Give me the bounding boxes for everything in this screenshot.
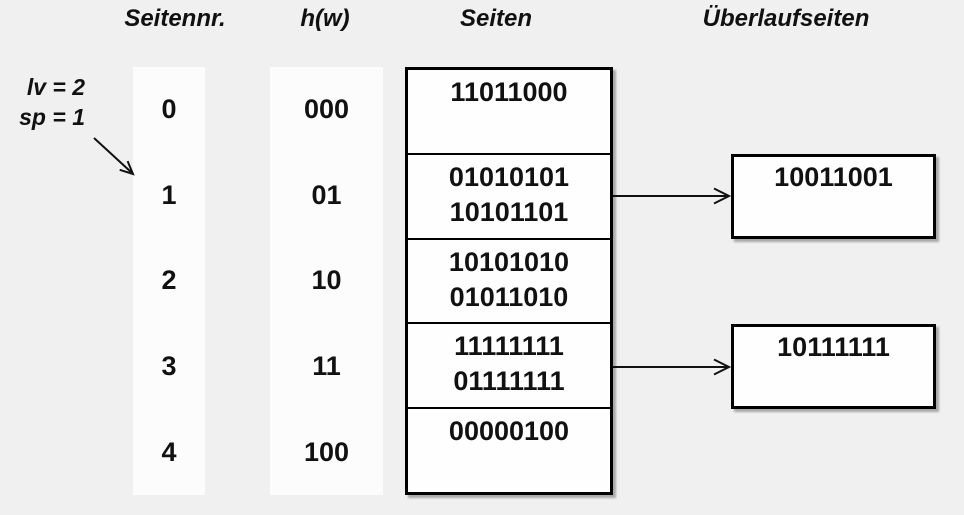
hash-value: 000 [303, 94, 350, 125]
split-pointer-value: sp = 1 [19, 104, 85, 130]
overflow-page-box: 10011001 [731, 154, 936, 239]
split-pointer-arrow [93, 137, 135, 176]
hash-value: 100 [303, 436, 350, 467]
page-number-column: 0 1 2 3 4 [133, 67, 205, 495]
page-cell: 00000100 [408, 407, 610, 492]
overflow-pages-column-header: Überlaufseiten [702, 5, 870, 32]
page-cell: 11111111 01111111 [408, 322, 610, 407]
page-entry: 01111111 [453, 366, 565, 397]
hash-value: 01 [311, 179, 342, 210]
state-annotation: lv = 2 sp = 1 [0, 72, 85, 132]
hash-value: 10 [311, 265, 342, 296]
page-number: 4 [161, 436, 177, 467]
overflow-arrow-page3 [613, 358, 732, 376]
page-cell: 10101010 01011010 [408, 237, 610, 323]
overflow-arrow-page1 [613, 187, 732, 205]
page-number: 3 [161, 351, 177, 382]
hash-function-column-header: h(w) [300, 5, 350, 32]
page-cell: 11011000 [408, 70, 610, 153]
page-entry: 10101101 [449, 196, 569, 227]
page-entry: 00000100 [448, 416, 570, 447]
overflow-page-entry: 10011001 [774, 162, 893, 192]
pages-table: 11011000 01010101 10101101 10101010 0101… [405, 67, 613, 495]
page-number: 0 [161, 94, 177, 125]
page-entry: 10101010 [448, 246, 570, 277]
level-value: lv = 2 [26, 74, 85, 100]
overflow-page-box: 10111111 [731, 324, 936, 409]
page-entry: 01011010 [449, 281, 569, 312]
page-number: 1 [161, 179, 177, 210]
page-entry: 11111111 [454, 331, 564, 362]
hash-value: 11 [312, 351, 341, 382]
page-number-column-header: Seitennr. [124, 5, 226, 32]
overflow-page-entry: 10111111 [777, 332, 890, 362]
pages-column-header: Seiten [459, 5, 533, 32]
page-number: 2 [161, 265, 177, 296]
page-entry: 11011000 [450, 77, 568, 107]
hash-value-column: 000 01 10 11 100 [270, 67, 383, 495]
page-cell: 01010101 10101101 [408, 152, 610, 238]
page-entry: 01010101 [448, 161, 570, 192]
